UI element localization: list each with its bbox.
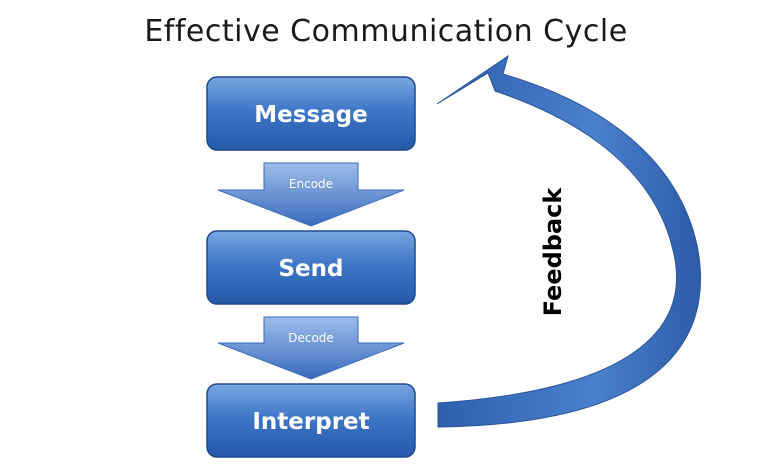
decode-arrow: Decode (217, 316, 405, 380)
step-send: Send (206, 230, 416, 305)
step-interpret: Interpret (206, 383, 416, 458)
feedback-label: Feedback (539, 187, 567, 317)
step-message: Message (206, 76, 416, 151)
encode-arrow: Encode (217, 162, 405, 227)
page-title: Effective Communication Cycle (144, 14, 628, 49)
decode-label: Decode (288, 331, 334, 345)
step-interpret-label: Interpret (252, 409, 369, 435)
step-send-label: Send (278, 256, 343, 282)
feedback-arrow (436, 54, 701, 428)
step-message-label: Message (254, 102, 367, 128)
encode-label: Encode (289, 177, 333, 191)
